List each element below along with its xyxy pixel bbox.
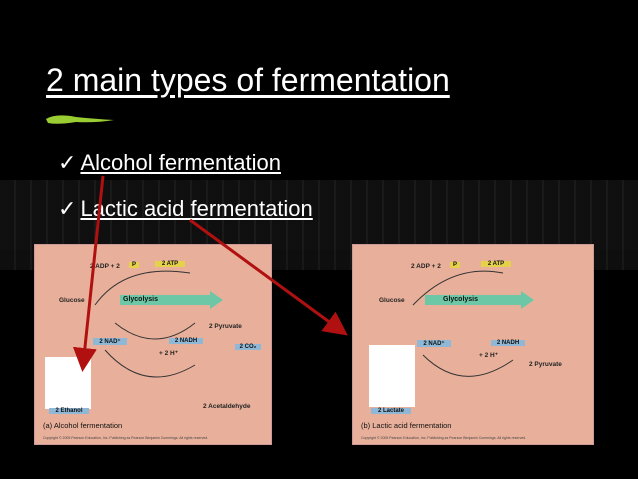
glucose-label: Glucose bbox=[379, 297, 405, 304]
nad-badge: 2 NAD⁺ bbox=[93, 338, 127, 345]
background-stripes bbox=[0, 180, 638, 250]
atp-badge: 2 ATP bbox=[155, 261, 185, 267]
lactic-caption: (b) Lactic acid fermentation bbox=[361, 421, 452, 430]
bullet-alcohol-label: Alcohol fermentation bbox=[80, 150, 281, 175]
arrow-to-alcohol bbox=[72, 175, 105, 372]
acetaldehyde-label: 2 Acetaldehyde bbox=[203, 403, 251, 410]
lactic-copyright: Copyright © 2005 Pearson Education, Inc.… bbox=[361, 436, 527, 440]
glycolysis-label: Glycolysis bbox=[123, 296, 159, 303]
ethanol-badge: 2 Ethanol bbox=[49, 408, 89, 414]
lactate-structure bbox=[369, 345, 415, 407]
green-brush-decoration bbox=[46, 115, 114, 124]
check-icon: ✓ bbox=[58, 196, 77, 221]
co2-badge: 2 CO₂ bbox=[235, 344, 261, 350]
adp-label: 2 ADP + 2 bbox=[411, 263, 441, 270]
atp-badge: 2 ATP bbox=[481, 261, 511, 267]
bullet-alcohol: ✓Alcohol fermentation bbox=[58, 150, 281, 176]
h-plus-label: + 2 H⁺ bbox=[159, 350, 179, 357]
adp-label: 2 ADP + 2 bbox=[90, 263, 120, 270]
glucose-label: Glucose bbox=[59, 297, 85, 304]
check-icon: ✓ bbox=[58, 150, 77, 175]
arrow-to-lactic bbox=[189, 218, 348, 336]
bullet-lactic-label: Lactic acid fermentation bbox=[80, 196, 313, 221]
pi-badge: P bbox=[450, 262, 460, 268]
pyruvate-label: 2 Pyruvate bbox=[209, 323, 242, 330]
nadh-badge: 2 NADH bbox=[491, 340, 525, 346]
alcohol-fermentation-diagram: 2 ADP + 2 P 2 ATP Glucose Glycolysis 2 P… bbox=[34, 244, 272, 445]
slide-title: 2 main types of fermentation bbox=[46, 62, 450, 98]
alcohol-caption: (a) Alcohol fermentation bbox=[43, 421, 123, 430]
pi-badge: P bbox=[129, 262, 139, 268]
lactic-cycle-arrows bbox=[412, 270, 534, 377]
bullet-lactic: ✓Lactic acid fermentation bbox=[58, 196, 313, 222]
pyruvate-label: 2 Pyruvate bbox=[529, 361, 562, 368]
alcohol-copyright: Copyright © 2005 Pearson Education, Inc.… bbox=[43, 436, 209, 440]
lactic-fermentation-diagram: 2 ADP + 2 P 2 ATP Glucose Glycolysis 2 P… bbox=[352, 244, 594, 445]
lactate-badge: 2 Lactate bbox=[371, 408, 411, 414]
h-plus-label: + 2 H⁺ bbox=[479, 352, 499, 359]
glycolysis-label: Glycolysis bbox=[443, 296, 479, 303]
nadh-badge: 2 NADH bbox=[169, 338, 203, 344]
alcohol-cycle-arrows bbox=[94, 270, 223, 378]
nad-badge: 2 NAD⁺ bbox=[417, 340, 451, 347]
